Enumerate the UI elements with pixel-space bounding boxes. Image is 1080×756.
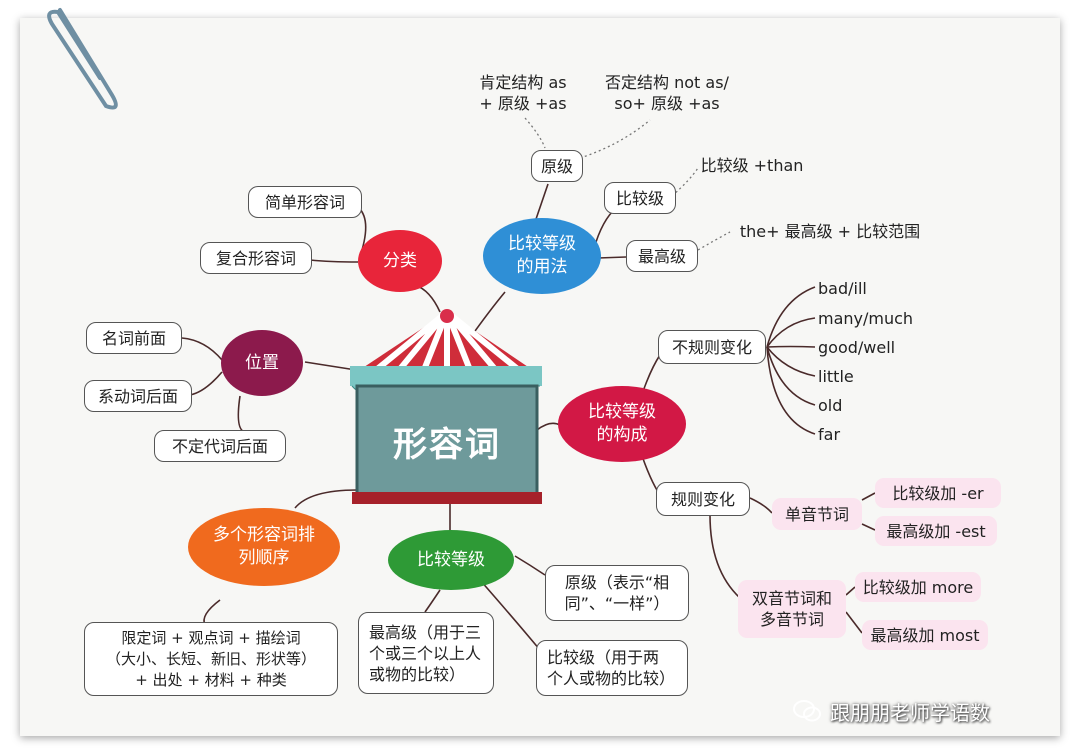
order-node: 多个形容词排 列顺序 <box>188 508 340 586</box>
usage-superlative-note: the+ 最高级 + 比较范围 <box>730 218 930 244</box>
paperclip-icon <box>49 10 116 108</box>
usage-positive-negative-note: 否定结构 not as/ so+ 原级 +as <box>596 70 738 116</box>
regular-change-box: 规则变化 <box>656 482 750 516</box>
monosyllable-superlative-rule: 最高级加 -est <box>875 516 997 546</box>
usage-superlative-box: 最高级 <box>626 240 698 272</box>
carousel-roof <box>350 309 542 392</box>
classification-item-simple: 简单形容词 <box>248 186 362 218</box>
usage-positive-affirmative-note: 肯定结构 as + 原级 +as <box>466 70 580 116</box>
degrees-node: 比较等级 <box>388 530 514 590</box>
classification-node: 分类 <box>358 230 442 292</box>
monosyllable-comparative-rule: 比较级加 -er <box>875 478 1001 508</box>
irregular-change-box: 不规则变化 <box>658 330 766 364</box>
usage-comparative-box: 比较级 <box>604 182 676 214</box>
position-item-after-linking-verb: 系动词后面 <box>84 380 192 412</box>
degrees-positive-box: 原级（表示“相 同”、“一样”） <box>545 565 689 621</box>
disyllable-box: 双音节词和 多音节词 <box>738 580 846 638</box>
classification-item-compound: 复合形容词 <box>200 242 312 274</box>
position-node: 位置 <box>221 330 303 396</box>
position-item-after-indefinite-pronoun: 不定代词后面 <box>154 430 286 462</box>
irregular-word: old <box>808 393 888 417</box>
usage-node: 比较等级 的用法 <box>483 218 601 294</box>
irregular-word: good/well <box>808 335 918 359</box>
watermark: 跟朋朋老师学语数 <box>792 694 990 728</box>
irregular-word: little <box>808 364 888 388</box>
watermark-text: 跟朋朋老师学语数 <box>830 697 990 726</box>
irregular-word: far <box>808 422 888 446</box>
position-item-before-noun: 名词前面 <box>86 322 182 354</box>
usage-comparative-note: 比较级 +than <box>694 152 810 178</box>
disyllable-superlative-rule: 最高级加 most <box>862 620 988 650</box>
center-title: 形容词 <box>357 386 537 496</box>
irregular-word: many/much <box>808 306 928 330</box>
formation-node: 比较等级 的构成 <box>558 386 686 462</box>
wechat-icon <box>792 699 822 723</box>
disyllable-comparative-rule: 比较级加 more <box>855 572 981 602</box>
monosyllable-box: 单音节词 <box>772 498 862 530</box>
irregular-word: bad/ill <box>808 276 898 300</box>
degrees-comparative-box: 比较级（用于两 个人或物的比较） <box>536 640 688 696</box>
order-rule-box: 限定词 + 观点词 + 描绘词 （大小、长短、新旧、形状等） + 出处 + 材料… <box>84 622 338 696</box>
degrees-superlative-box: 最高级（用于三 个或三个以上人 或物的比较） <box>358 612 494 694</box>
usage-positive-box: 原级 <box>531 150 583 182</box>
